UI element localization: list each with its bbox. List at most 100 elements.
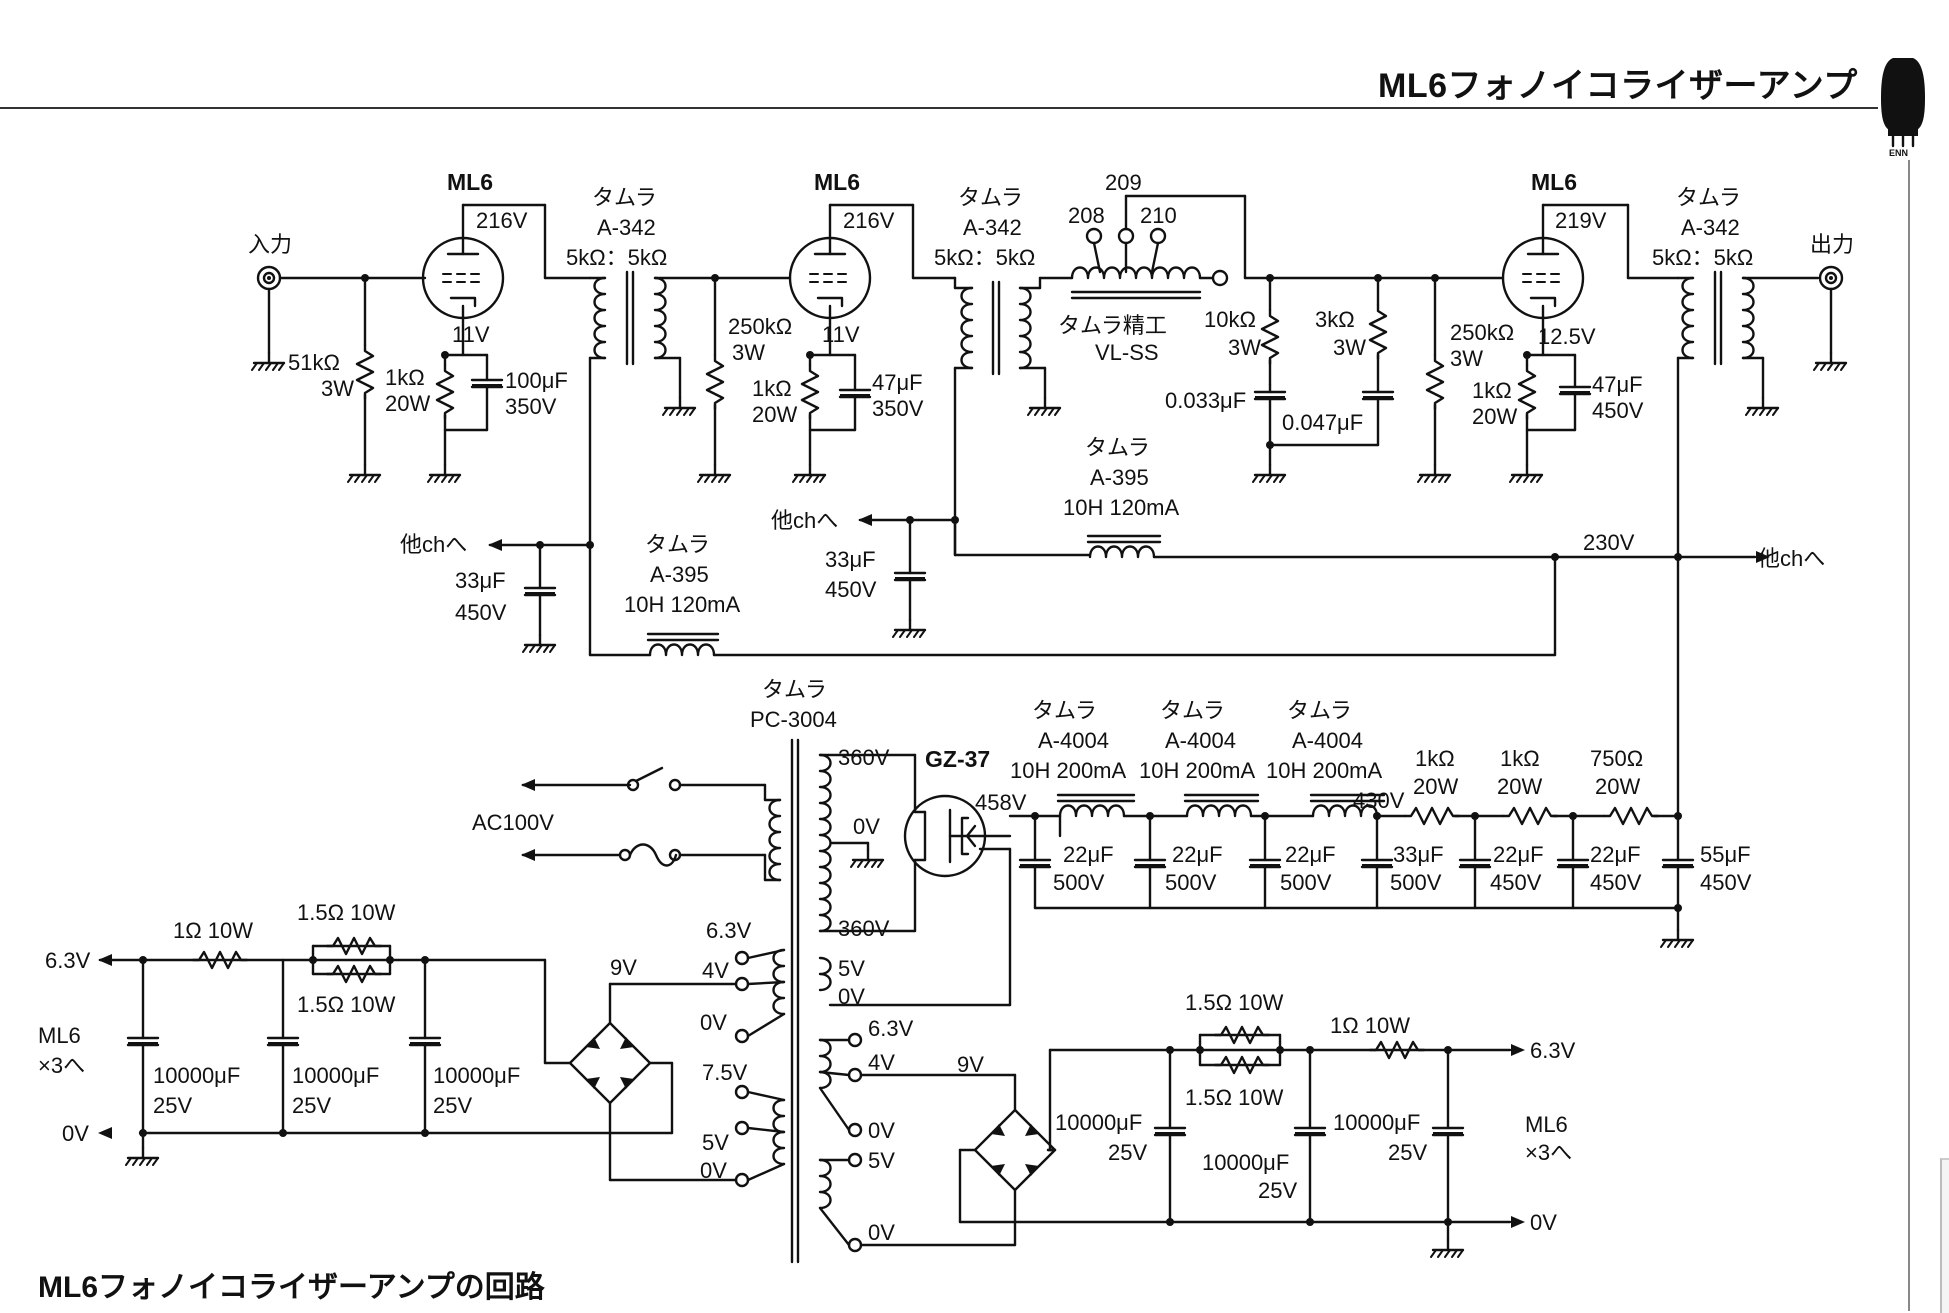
filter-cap1-volt: 500V bbox=[1053, 870, 1105, 895]
stage3-cathode-r-value: 1kΩ bbox=[1472, 378, 1512, 403]
filter-cap6-value: 22μF bbox=[1590, 842, 1641, 867]
choke3-maker: タムラ bbox=[1287, 698, 1352, 723]
power-xfmr-maker: タムラ bbox=[762, 677, 827, 702]
heater-left-series-r: 1Ω 10W bbox=[173, 918, 253, 943]
stage3-tube: ML6 bbox=[1531, 169, 1577, 195]
winding-right-6v3: 6.3V bbox=[868, 1016, 914, 1041]
heater-left-cap1-volt: 25V bbox=[153, 1093, 192, 1118]
output-label: 出力 bbox=[1810, 232, 1854, 257]
choke1-maker: タムラ bbox=[1032, 698, 1097, 723]
filter-cap1-value: 22μF bbox=[1063, 842, 1114, 867]
stage2-cathode-voltage: 11V bbox=[822, 322, 860, 347]
decoupling-cap-left-volt: 450V bbox=[455, 600, 507, 625]
stage3-cathode-voltage: 12.5V bbox=[1538, 324, 1596, 349]
stage3-plate-voltage: 219V bbox=[1555, 208, 1607, 233]
heater-left-out-0v: 0V bbox=[62, 1121, 89, 1146]
winding-left-7v5: 7.5V bbox=[702, 1060, 748, 1085]
heater-left-labels: 9V 1Ω 10W 1.5Ω 10W 1.5Ω 10W 10000μF 25V … bbox=[38, 900, 637, 1146]
eq-c2: 0.047μF bbox=[1282, 410, 1363, 435]
power-supply bbox=[521, 738, 1695, 1264]
choke3-rating: 10H 200mA bbox=[1266, 758, 1383, 783]
eq-maker: タムラ精工 bbox=[1058, 313, 1167, 338]
heater-right-parallel-r-b: 1.5Ω 10W bbox=[1185, 1085, 1284, 1110]
ac-label: AC100V bbox=[472, 810, 554, 835]
xfmr1-ratio: 5kΩ：5kΩ bbox=[566, 245, 667, 270]
heater-left-load-qty: ×3へ bbox=[38, 1053, 85, 1078]
b-plus-other-ch-right: 他chへ bbox=[1758, 546, 1825, 571]
psu-r1-value: 1kΩ bbox=[1415, 746, 1455, 771]
heater-right-cap3-value: 10000μF bbox=[1333, 1110, 1420, 1135]
heater-left-parallel-r-b: 1.5Ω 10W bbox=[297, 992, 396, 1017]
choke-a-model: A-395 bbox=[650, 562, 709, 587]
b-plus-other-ch-mid: 他chへ bbox=[771, 508, 838, 533]
xfmr1-maker: タムラ bbox=[592, 185, 657, 210]
heater-right-out-v: 6.3V bbox=[1530, 1038, 1576, 1063]
choke-a-maker: タムラ bbox=[645, 532, 710, 557]
rectifier-tube: GZ-37 bbox=[925, 746, 990, 772]
stage2-cathode-r-value: 1kΩ bbox=[752, 376, 792, 401]
hv-top: 360V bbox=[838, 745, 890, 770]
filter-cap7-value: 55μF bbox=[1700, 842, 1751, 867]
heater-supply-left bbox=[98, 936, 674, 1182]
filter-voltage: 430V bbox=[1353, 788, 1405, 813]
logo-text-wrap: ENN bbox=[1889, 148, 1908, 158]
stage2-cathode-r-watt: 20W bbox=[752, 402, 797, 427]
xfmr2-model: A-342 bbox=[963, 215, 1022, 240]
xfmr3-maker: タムラ bbox=[1676, 185, 1741, 210]
rectified-voltage: 458V bbox=[975, 790, 1027, 815]
choke2-rating: 10H 200mA bbox=[1139, 758, 1256, 783]
filter-cap4-value: 33μF bbox=[1393, 842, 1444, 867]
heater-left-parallel-r-a: 1.5Ω 10W bbox=[297, 900, 396, 925]
filter-cap2-volt: 500V bbox=[1165, 870, 1217, 895]
heater-right-labels: 9V 1Ω 10W 1.5Ω 10W 1.5Ω 10W 10000μF 25V … bbox=[957, 990, 1576, 1235]
header-rule bbox=[0, 107, 1878, 109]
heater-right-load-qty: ×3へ bbox=[1525, 1140, 1572, 1165]
stage3-cathode-r-watt: 20W bbox=[1472, 404, 1517, 429]
heater-supply-right bbox=[958, 1025, 1525, 1259]
stage2-tube: ML6 bbox=[814, 169, 860, 195]
stage1-tube: ML6 bbox=[447, 169, 493, 195]
stage1-cathode-c-value: 100μF bbox=[505, 368, 568, 393]
filter-cap5-value: 22μF bbox=[1493, 842, 1544, 867]
stage3-cathode-c-volt: 450V bbox=[1592, 398, 1644, 423]
heater-right-parallel-r-a: 1.5Ω 10W bbox=[1185, 990, 1284, 1015]
b-plus-voltage: 230V bbox=[1583, 530, 1635, 555]
xfmr2-maker: タムラ bbox=[958, 185, 1023, 210]
page-edge bbox=[1940, 1158, 1949, 1313]
winding-left-0v-b: 0V bbox=[700, 1158, 727, 1183]
filter-cap5-volt: 450V bbox=[1490, 870, 1542, 895]
hv-center: 0V bbox=[853, 814, 880, 839]
xfmr3-ratio: 5kΩ：5kΩ bbox=[1652, 245, 1753, 270]
choke1-rating: 10H 200mA bbox=[1010, 758, 1127, 783]
heater-right-bridge-input: 9V bbox=[957, 1052, 984, 1077]
filter-cap4-volt: 500V bbox=[1390, 870, 1442, 895]
decoupling-cap-mid-volt: 450V bbox=[825, 577, 877, 602]
stage1-plate-voltage: 216V bbox=[476, 208, 528, 233]
signal-path bbox=[250, 194, 1848, 817]
psu-r3-watt: 20W bbox=[1595, 774, 1640, 799]
stage3-cathode-c-value: 47μF bbox=[1592, 372, 1643, 397]
eq-c1: 0.033μF bbox=[1165, 388, 1246, 413]
winding-right-4v: 4V bbox=[868, 1050, 895, 1075]
choke1-model: A-4004 bbox=[1038, 728, 1109, 753]
choke-b-maker: タムラ bbox=[1085, 435, 1150, 460]
choke2-model: A-4004 bbox=[1165, 728, 1236, 753]
heater-left-cap2-volt: 25V bbox=[292, 1093, 331, 1118]
stage1-cathode-r-value: 1kΩ bbox=[385, 365, 425, 390]
psu-r1-watt: 20W bbox=[1413, 774, 1458, 799]
stage3-grid-r-value: 250kΩ bbox=[1450, 320, 1514, 345]
filter-cap7-volt: 450V bbox=[1700, 870, 1752, 895]
eq-tap-210: 210 bbox=[1140, 203, 1177, 228]
power-labels: AC100V タムラ PC-3004 GZ-37 360V 0V 360V 5V… bbox=[472, 677, 1752, 1245]
xfmr3-model: A-342 bbox=[1681, 215, 1740, 240]
heater-left-load-tube: ML6 bbox=[38, 1023, 81, 1048]
decoupling-cap-mid-value: 33μF bbox=[825, 547, 876, 572]
xfmr2-ratio: 5kΩ：5kΩ bbox=[934, 245, 1035, 270]
stage2-cathode-c-value: 47μF bbox=[872, 370, 923, 395]
eq-tap-209: 209 bbox=[1105, 170, 1142, 195]
signal-labels: 入力 出力 ML6 216V 11V 51kΩ 3W 1kΩ 20W 100μF… bbox=[248, 169, 1854, 625]
figure-caption: ML6フォノイコライザーアンプの回路 bbox=[38, 1271, 545, 1304]
heater-left-out-v: 6.3V bbox=[45, 948, 91, 973]
psu-r2-watt: 20W bbox=[1497, 774, 1542, 799]
